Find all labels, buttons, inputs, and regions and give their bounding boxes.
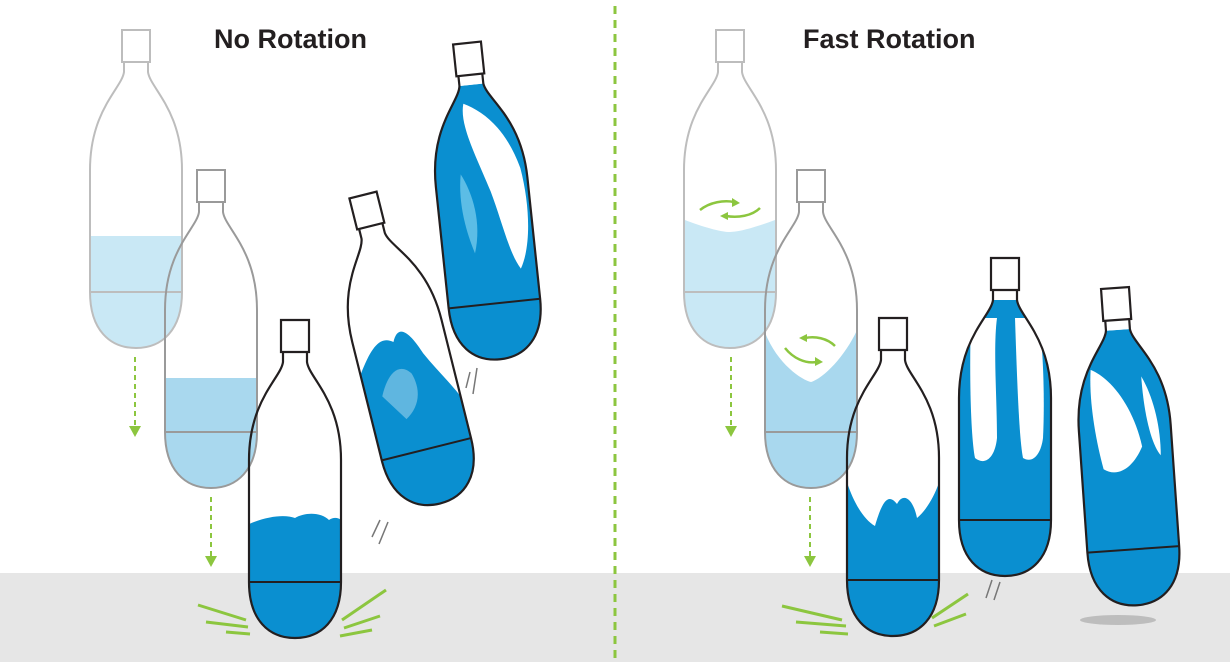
impact-lines-right — [781, 592, 969, 636]
bottle-falling-2 — [164, 169, 258, 489]
bottle-spinning-2 — [764, 169, 858, 489]
spin-arrow-icon — [784, 347, 818, 364]
bottle-falling-1 — [89, 29, 183, 349]
motion-lines-1 — [371, 519, 389, 545]
bottle-landed — [247, 318, 343, 640]
motion-lines-3 — [985, 579, 1001, 601]
spin-arrow-icon — [699, 200, 735, 212]
shadow — [1080, 615, 1156, 625]
bottle-bouncing-1 — [317, 182, 486, 516]
fall-arrow-1 — [129, 357, 141, 437]
bottle-bouncing-2 — [420, 37, 548, 366]
bottle-landed-spinning — [845, 316, 941, 638]
bottle-bouncing-3 — [957, 256, 1053, 578]
panel-title-no-rotation: No Rotation — [214, 24, 367, 54]
motion-lines-2 — [465, 367, 478, 395]
panel-title-fast-rotation: Fast Rotation — [803, 24, 976, 54]
fall-arrow-3 — [725, 357, 737, 437]
bottle-bouncing-4 — [1068, 283, 1185, 610]
bottle-spinning-1 — [683, 29, 777, 349]
fall-arrow-4 — [804, 497, 816, 567]
fall-arrow-2 — [205, 497, 217, 567]
impact-lines-left — [197, 588, 387, 638]
